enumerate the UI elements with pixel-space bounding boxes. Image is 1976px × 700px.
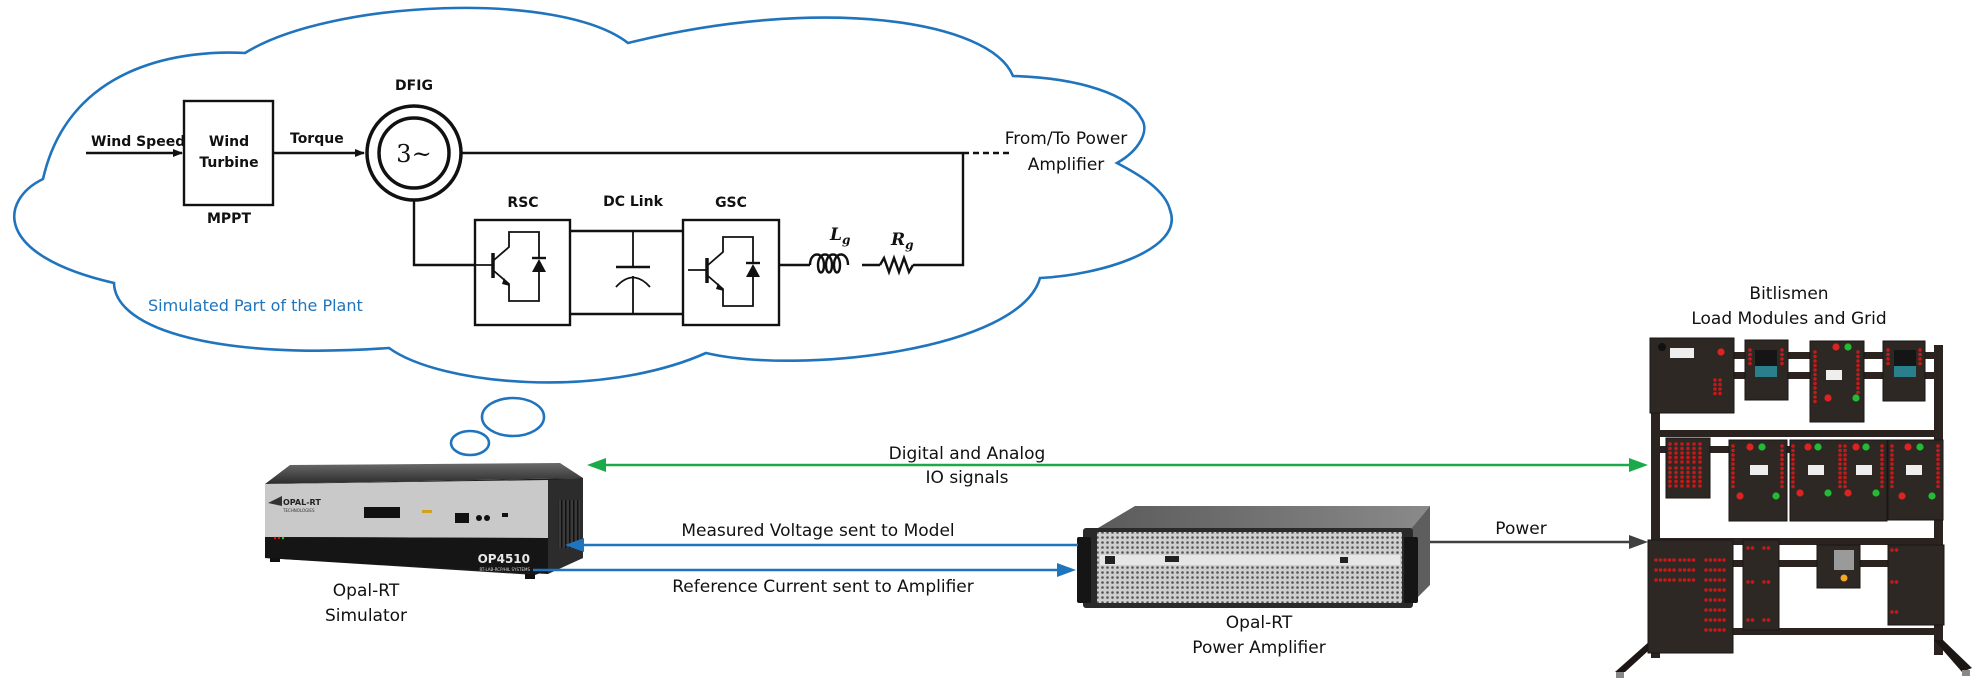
current-link-label: Reference Current sent to Amplifier: [672, 577, 973, 597]
inductor-label: Lg: [829, 225, 850, 247]
opal-rt-simulator-image: OPAL-RT TECHNOLOGIES OP4510 RT-LAB-RCP/H…: [265, 463, 583, 579]
power-link-label: Power: [1495, 519, 1546, 539]
voltage-link-label: Measured Voltage sent to Model: [681, 521, 954, 541]
rack-label-1: Bitlismen: [1749, 284, 1828, 304]
plant-schematic: Wind Speed Wind Turbine MPPT Torque DFIG…: [86, 78, 1128, 327]
simulator-brand-sub: TECHNOLOGIES: [282, 508, 315, 513]
dclink-label: DC Link: [603, 194, 663, 210]
bitlismen-rack-image: [1615, 337, 1972, 678]
rsc-block: [473, 218, 572, 327]
io-arrowhead-left: [587, 458, 606, 472]
voltage-arrowhead: [565, 538, 584, 552]
mppt-label: MPPT: [207, 211, 251, 227]
thought-bubble-large: [480, 396, 546, 438]
simulator-model: OP4510: [478, 552, 530, 566]
measured-voltage-link: [565, 538, 1078, 552]
amplifier-label-2: Power Amplifier: [1192, 638, 1325, 658]
interface-label-2: Amplifier: [1028, 155, 1105, 175]
opal-rt-power-amplifier-image: [1077, 506, 1430, 608]
wind-turbine-label-2: Turbine: [199, 155, 258, 171]
io-signals-link: [587, 458, 1648, 472]
torque-label: Torque: [290, 131, 344, 147]
io-link-label-2: IO signals: [926, 468, 1009, 488]
wind-speed-label: Wind Speed: [91, 134, 185, 150]
power-link: [1430, 535, 1648, 549]
simulation-cloud: Simulated Part of the Plant: [13, 6, 1174, 384]
simulator-label-2: Simulator: [325, 606, 407, 626]
resistor-icon: [878, 254, 915, 276]
current-arrowhead: [1057, 563, 1076, 577]
simulator-brand: OPAL-RT: [283, 498, 321, 507]
dfig-rotor-circle: [377, 116, 451, 190]
interface-label-1: From/To Power: [1005, 129, 1128, 149]
cloud-outline: [13, 6, 1174, 384]
rsc-igbt-icon: [475, 231, 546, 302]
inductor-icon: [808, 253, 850, 274]
cloud-caption: Simulated Part of the Plant: [148, 296, 363, 315]
wind-turbine-label-1: Wind: [209, 134, 249, 150]
amplifier-label-1: Opal-RT: [1226, 613, 1293, 633]
wind-turbine-block: [182, 99, 275, 207]
rack-label-2: Load Modules and Grid: [1691, 309, 1886, 329]
io-link-label-1: Digital and Analog: [889, 444, 1046, 464]
dfig-symbol: 3~: [396, 140, 431, 168]
resistor-label: Rg: [890, 230, 914, 252]
rsc-label: RSC: [507, 195, 538, 211]
gsc-igbt-icon: [688, 236, 760, 307]
rotor-line: [412, 200, 475, 267]
grid-side-line: [913, 153, 965, 267]
thought-bubble-small: [449, 429, 491, 457]
gsc-block: [681, 218, 781, 327]
dfig-label: DFIG: [395, 78, 433, 94]
power-arrowhead: [1629, 535, 1648, 549]
capacitor-icon: [615, 231, 651, 314]
io-arrowhead-right: [1629, 458, 1648, 472]
simulator-model-sub: RT-LAB-RCP/HIL SYSTEMS: [479, 567, 530, 572]
reference-current-link: [533, 563, 1076, 577]
gsc-label: GSC: [715, 195, 747, 211]
simulator-label-1: Opal-RT: [333, 581, 400, 601]
